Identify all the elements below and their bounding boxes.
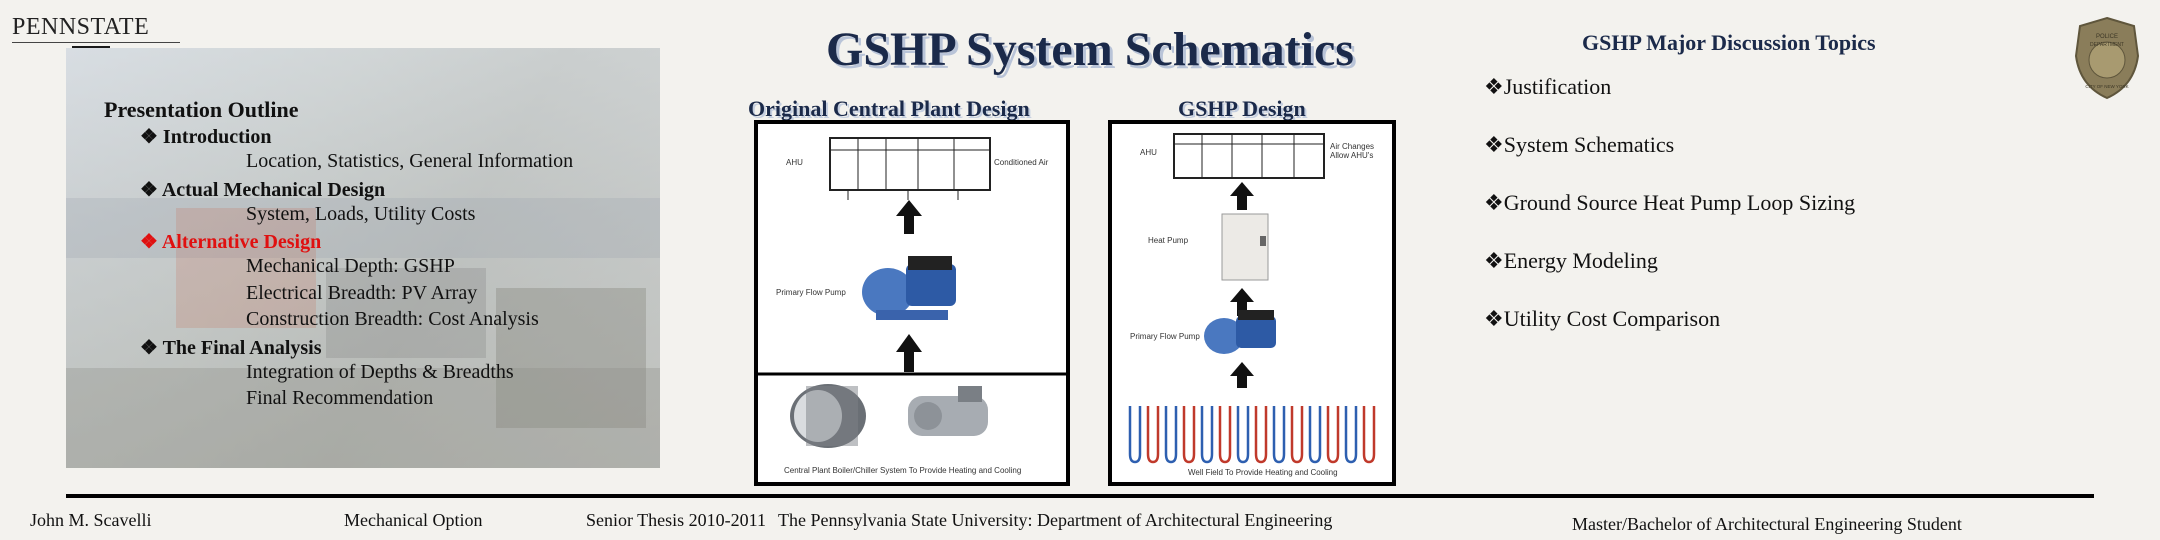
- outline-subitem: Electrical Breadth: PV Array: [246, 282, 477, 305]
- ahu-label: AHU: [786, 158, 803, 167]
- footer-university: The Pennsylvania State University: Depar…: [778, 510, 1332, 531]
- topics-title: GSHP Major Discussion Topics: [1582, 30, 1876, 56]
- police-badge-icon: POLICE DEPARTMENT CITY OF NEW YORK: [2072, 16, 2142, 100]
- chiller-icon: [908, 386, 988, 436]
- outline-item: ❖ The Final Analysis: [140, 335, 322, 360]
- footer-author: John M. Scavelli: [30, 510, 152, 531]
- ahu-unit-icon: [1174, 134, 1324, 178]
- topic-item: ❖Justification: [1484, 74, 1611, 100]
- central-plant-caption: Central Plant Boiler/Chiller System To P…: [784, 466, 1021, 475]
- page-title: GSHP System Schematics: [826, 22, 1354, 77]
- topic-item: ❖Ground Source Heat Pump Loop Sizing: [1484, 190, 1855, 216]
- footer-thesis: Senior Thesis 2010-2011: [586, 510, 766, 531]
- outline-subitem: Integration of Depths & Breadths: [246, 361, 514, 384]
- outline-item: ❖ Alternative Design: [140, 229, 321, 254]
- flow-arrow-icon: [1230, 182, 1254, 210]
- topic-item: ❖Energy Modeling: [1484, 248, 1658, 274]
- primary-pump-label: Primary Flow Pump: [1130, 332, 1200, 341]
- svg-text:CITY OF NEW YORK: CITY OF NEW YORK: [2085, 84, 2128, 89]
- well-field-caption: Well Field To Provide Heating and Coolin…: [1188, 468, 1338, 477]
- heat-pump-label: Heat Pump: [1148, 236, 1188, 245]
- topic-item: ❖Utility Cost Comparison: [1484, 306, 1720, 332]
- outline-subitem: Location, Statistics, General Informatio…: [246, 150, 573, 173]
- outline-subitem: Final Recommendation: [246, 387, 433, 410]
- outline-subitem: Mechanical Depth: GSHP: [246, 255, 455, 278]
- svg-text:DEPARTMENT: DEPARTMENT: [2090, 42, 2124, 48]
- pennstate-logo: PENNSTATE: [12, 14, 149, 41]
- outline-subitem: Construction Breadth: Cost Analysis: [246, 308, 539, 331]
- air-changes-label: Air Changes Allow AHU's: [1330, 142, 1386, 160]
- outline-subitem: System, Loads, Utility Costs: [246, 203, 475, 226]
- left-diagram-title: Original Central Plant Design: [748, 96, 1030, 122]
- central-plant-diagram: AHU Conditioned Air Primary Flow Pump Ce…: [754, 120, 1070, 486]
- svg-text:POLICE: POLICE: [2096, 34, 2118, 40]
- footer-divider: [66, 494, 2094, 498]
- ahu-unit-icon: [830, 138, 990, 200]
- flow-arrow-icon: [896, 200, 922, 234]
- flow-arrow-icon: [896, 334, 922, 372]
- well-field-icon: [1130, 406, 1374, 462]
- conditioned-air-label: Conditioned Air: [994, 158, 1048, 167]
- flow-arrow-icon: [1230, 362, 1254, 388]
- outline-item: ❖ Introduction: [140, 124, 271, 149]
- footer-degree: Master/Bachelor of Architectural Enginee…: [1572, 514, 1962, 535]
- primary-pump-icon: [862, 256, 956, 320]
- primary-pump-icon: [1204, 310, 1276, 354]
- gshp-diagram: AHU Air Changes Allow AHU's Heat Pump Pr…: [1108, 120, 1396, 486]
- right-diagram-title: GSHP Design: [1178, 96, 1306, 122]
- primary-pump-label: Primary Flow Pump: [776, 288, 846, 297]
- topic-item: ❖System Schematics: [1484, 132, 1674, 158]
- heat-pump-icon: [1222, 214, 1268, 280]
- outline-title: Presentation Outline: [104, 97, 299, 123]
- footer-option: Mechanical Option: [344, 510, 482, 531]
- ahu-label: AHU: [1140, 148, 1157, 157]
- logo-divider: [12, 42, 180, 43]
- boiler-icon: [790, 384, 866, 448]
- outline-item: ❖ Actual Mechanical Design: [140, 177, 385, 202]
